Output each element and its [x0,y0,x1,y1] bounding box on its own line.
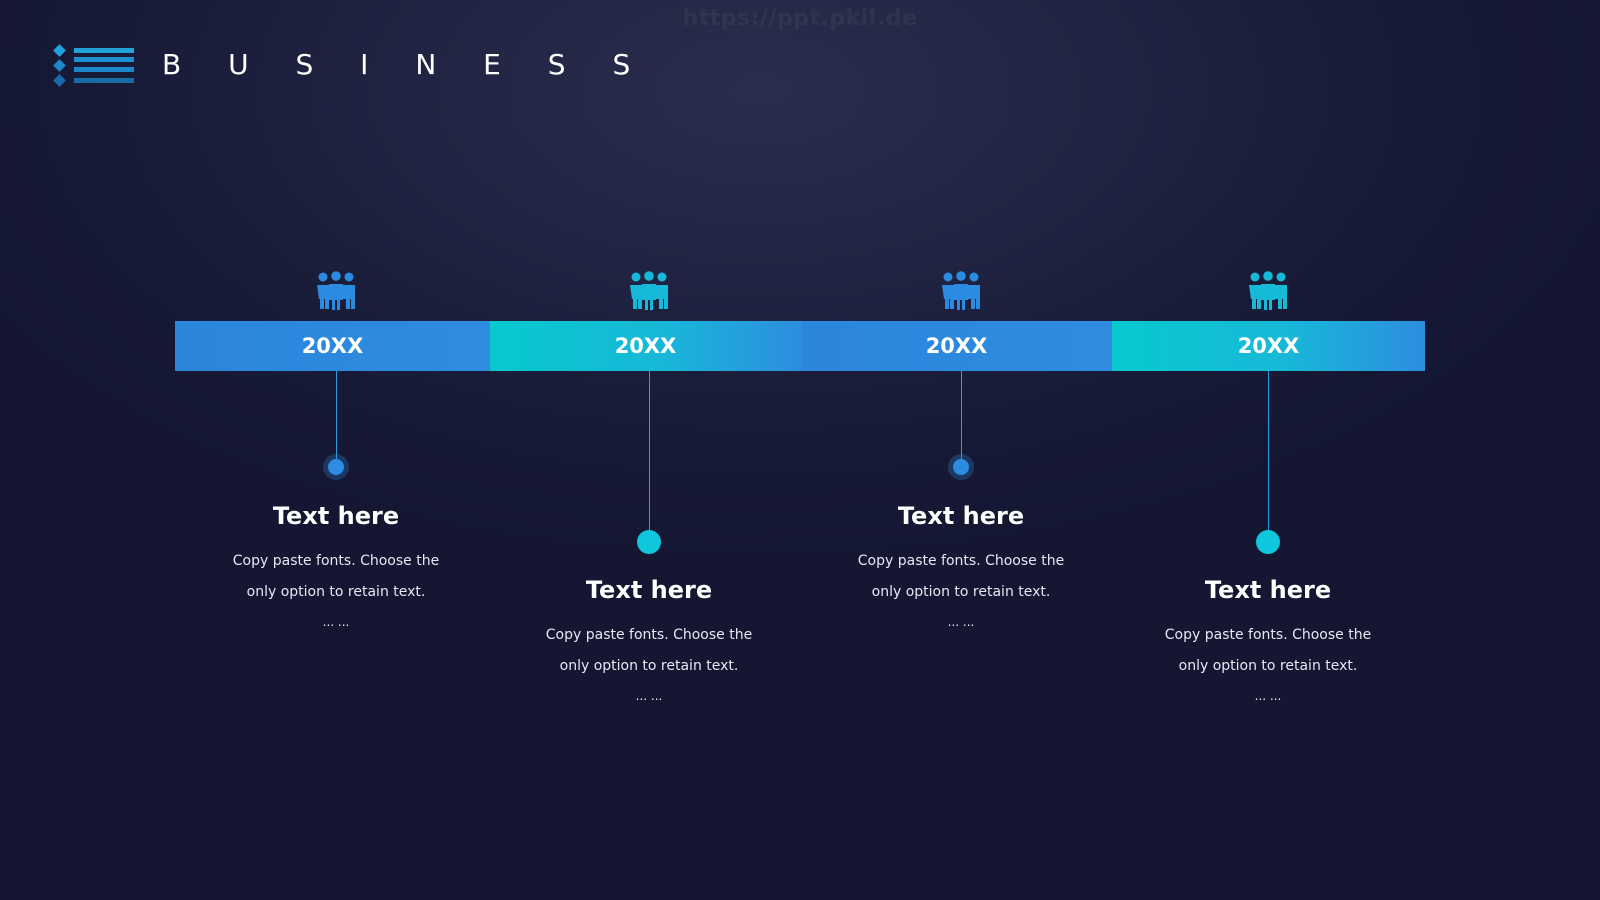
milestone-dot [1256,530,1280,554]
connector-line [649,371,650,532]
milestone-description: Copy paste fonts. Choose the only option… [545,627,753,674]
team-icon [942,271,980,310]
milestone-description: Copy paste fonts. Choose the only option… [232,553,440,600]
connector-line [336,371,337,459]
timeline-segment: 20XX [175,321,490,371]
milestone-description: Copy paste fonts. Choose the only option… [857,553,1065,600]
milestone-title: Text here [897,502,1025,530]
team-icon [1249,271,1287,310]
milestone-ellipsis: ... ... [947,615,975,629]
year-label: 20XX [614,334,677,358]
milestone-card: Text here Copy paste fonts. Choose the o… [1118,574,1418,706]
milestone-ellipsis: ... ... [635,689,663,703]
timeline-segment: 20XX [1112,321,1425,371]
team-icon [630,271,668,310]
milestone-title: Text here [272,502,400,530]
list-logo-icon [53,44,134,87]
timeline-segment: 20XX [801,321,1112,371]
year-label: 20XX [301,334,364,358]
milestone-dot [953,459,969,475]
milestone-ellipsis: ... ... [322,615,350,629]
milestone-title: Text here [1204,576,1332,604]
team-icon [317,271,355,310]
year-label: 20XX [1237,334,1300,358]
milestone-card: Text here Copy paste fonts. Choose the o… [499,574,799,706]
milestone-ellipsis: ... ... [1254,689,1282,703]
milestone-card: Text here Copy paste fonts. Choose the o… [811,500,1111,632]
connector-line [1268,371,1269,532]
milestone-card: Text here Copy paste fonts. Choose the o… [186,500,486,632]
timeline-segment: 20XX [490,321,801,371]
milestone-dot [328,459,344,475]
milestone-title: Text here [585,576,713,604]
timeline-bar: 20XX 20XX 20XX 20XX [175,321,1425,371]
brand-title: B U S I N E S S [162,48,650,81]
milestone-description: Copy paste fonts. Choose the only option… [1164,627,1372,674]
year-label: 20XX [925,334,988,358]
watermark-text: https://ppt.pkil.de [682,6,918,31]
connector-line [961,371,962,459]
milestone-dot [637,530,661,554]
